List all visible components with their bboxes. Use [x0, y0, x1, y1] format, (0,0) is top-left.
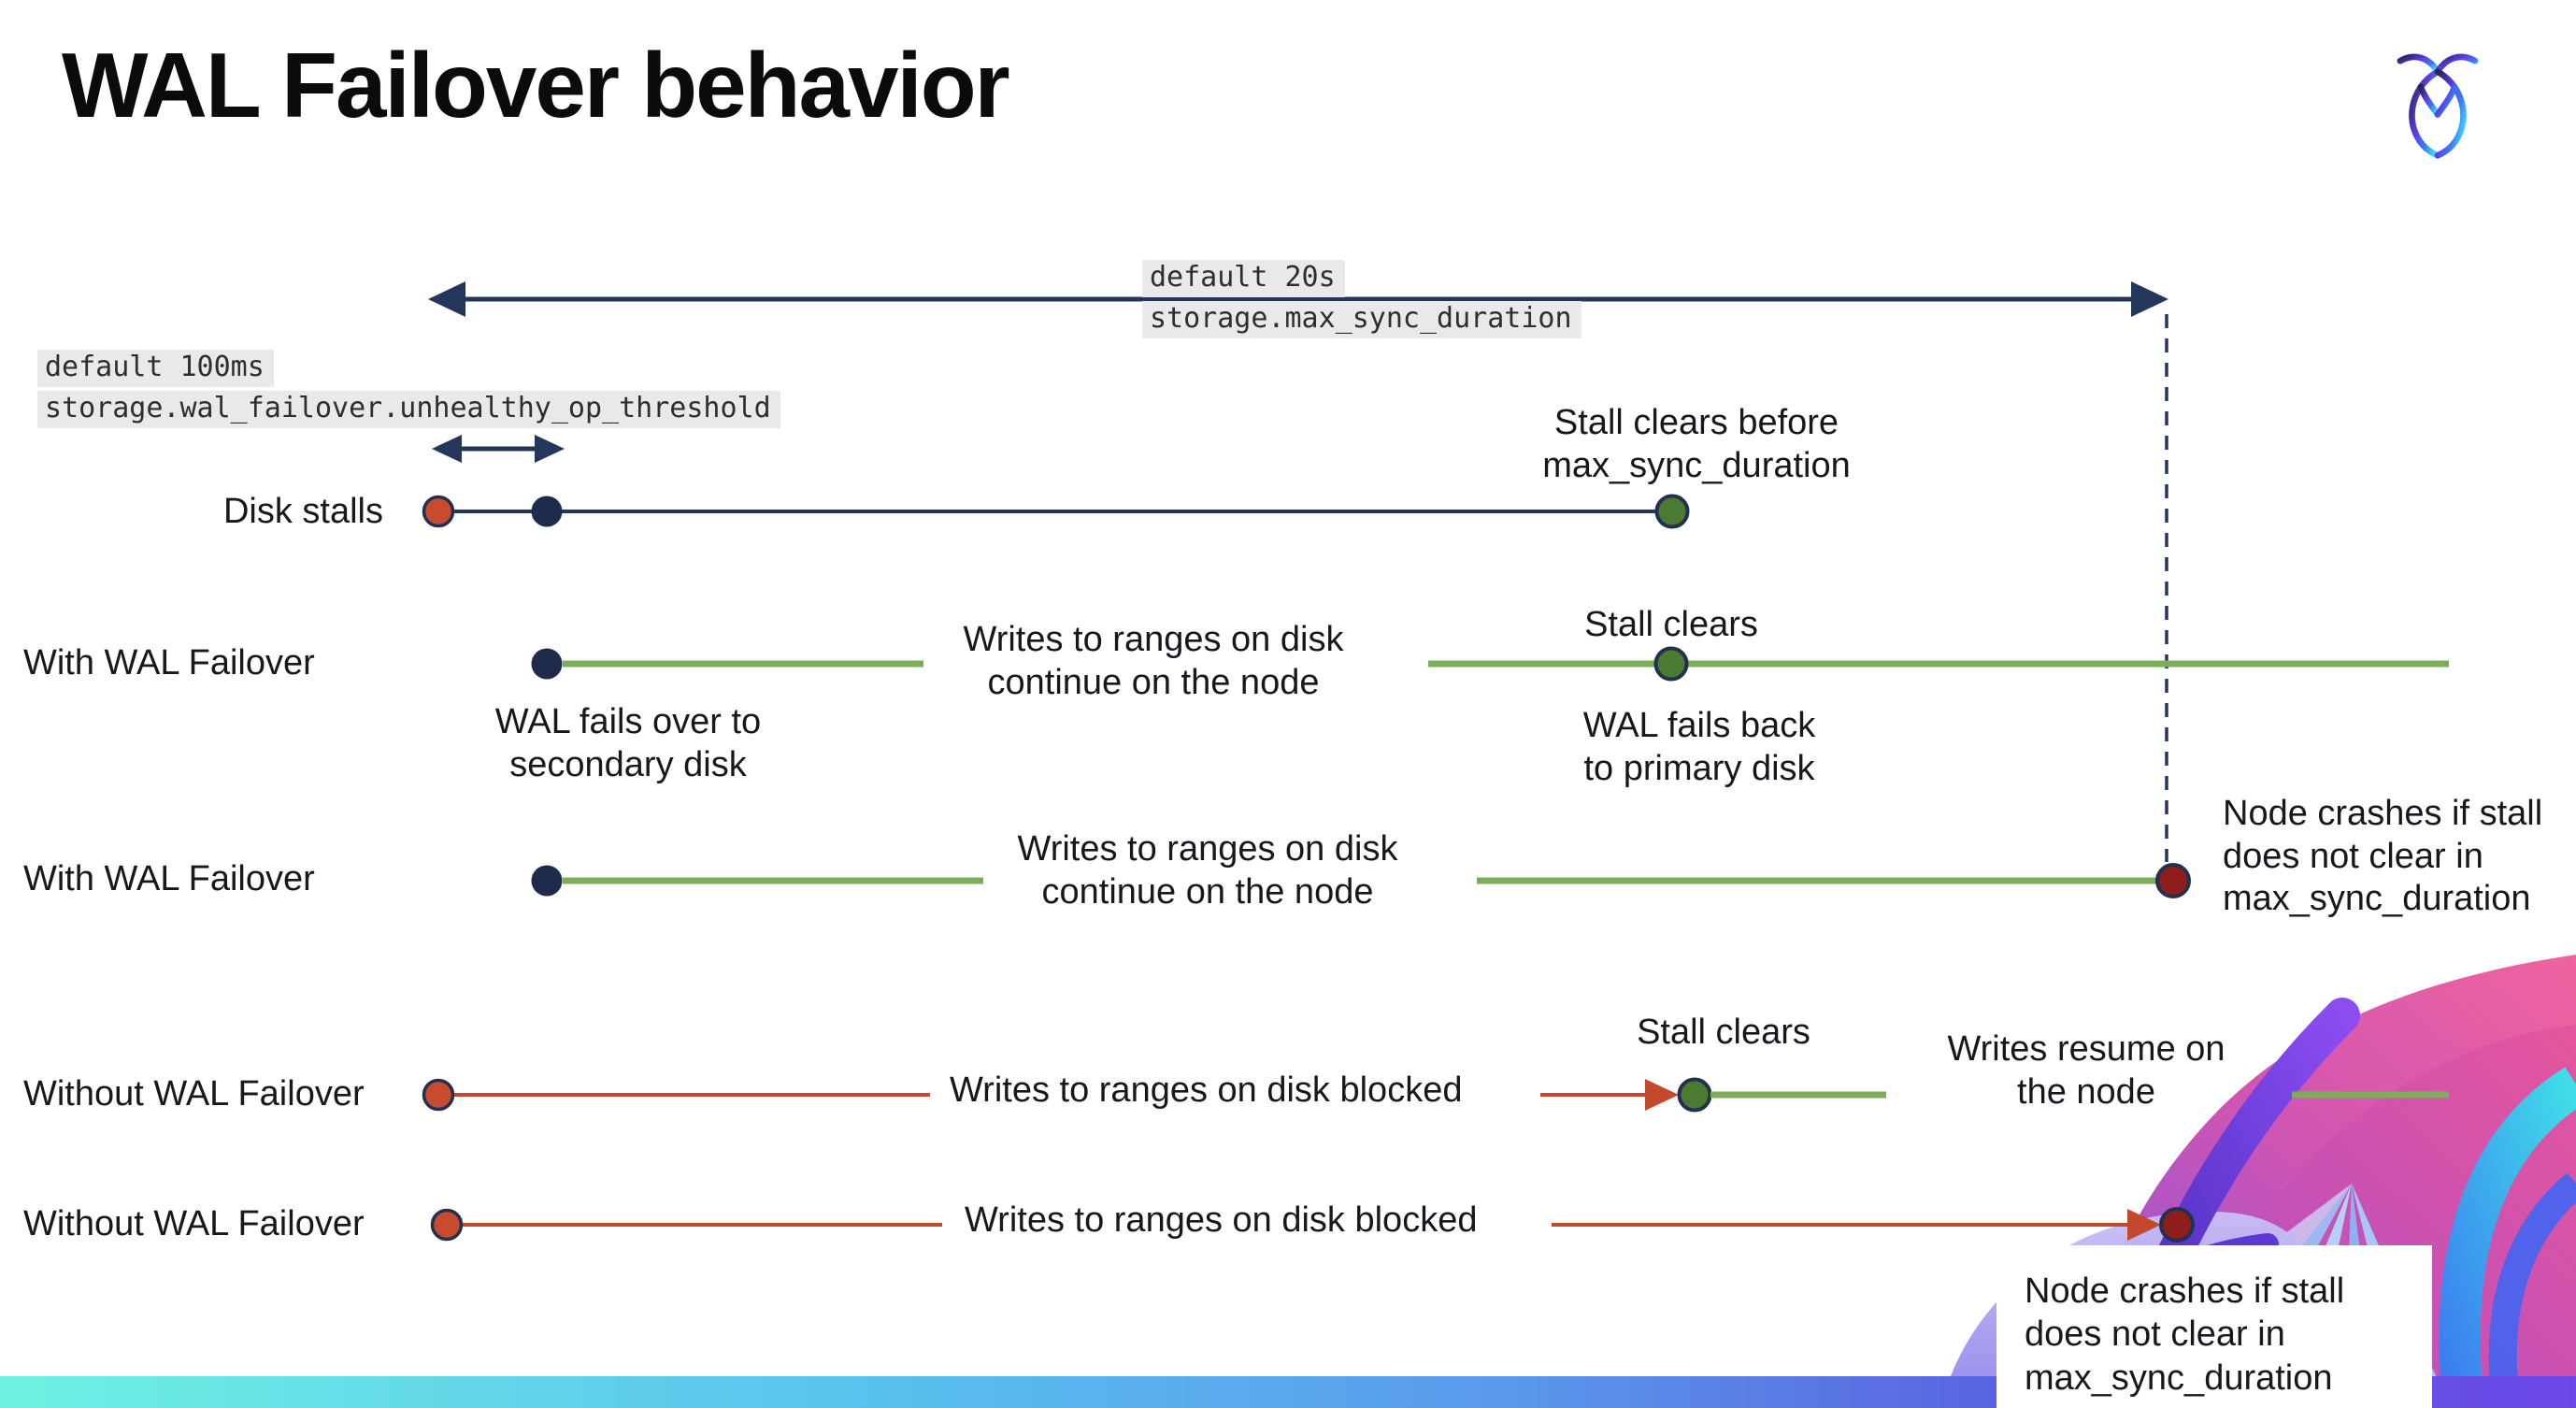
stall-start-dot-2: [422, 1078, 455, 1112]
node-crash-dot: [2155, 863, 2191, 898]
row-label-without-failover-2: Without WAL Failover: [23, 1204, 365, 1243]
node-crash-callout: Node crashes if stall does not clear in …: [1996, 1245, 2432, 1408]
stall-clears-before-label: Stall clears before max_sync_duration: [1542, 403, 1851, 485]
node-crash-dot-2: [2159, 1207, 2195, 1243]
unhealthy-op-setting-name: storage.wal_failover.unhealthy_op_thresh…: [37, 391, 780, 428]
stall-clears-label-1: Stall clears: [1584, 605, 1758, 644]
writes-blocked-label-1: Writes to ranges on disk blocked: [950, 1070, 1463, 1110]
failover-dot-2: [531, 865, 563, 897]
cockroach-logo-icon: [2397, 53, 2479, 159]
row-label-with-failover-2: With WAL Failover: [23, 859, 315, 898]
timeline-with-failover-clears: [531, 646, 2449, 682]
node-crashes-label-1: Node crashes if stall does not clear in …: [2223, 794, 2543, 919]
max-sync-default-label: default 20s: [1142, 260, 1345, 297]
failover-trigger-dot: [531, 496, 563, 527]
row-label-without-failover-1: Without WAL Failover: [23, 1074, 365, 1113]
wal-fails-back-label: WAL fails back to primary disk: [1582, 706, 1816, 788]
row-label-with-failover-1: With WAL Failover: [23, 643, 315, 682]
unhealthy-op-default-label: default 100ms: [37, 350, 274, 387]
writes-continue-label-1: Writes to ranges on disk continue on the…: [963, 620, 1344, 702]
stall-clears-dot: [1654, 494, 1690, 529]
timeline-disk-stalls: [422, 494, 1690, 529]
page-title: WAL Failover behavior: [62, 34, 1010, 136]
max-sync-setting-name: storage.max_sync_duration: [1142, 301, 1581, 338]
max-sync-duration-annotation: default 20s storage.max_sync_duration: [1142, 260, 1581, 342]
failback-dot: [1653, 646, 1689, 682]
stall-clears-dot-2: [1677, 1077, 1712, 1113]
wal-fails-over-label: WAL fails over to secondary disk: [494, 702, 762, 784]
writes-continue-label-2: Writes to ranges on disk continue on the…: [1017, 829, 1398, 912]
writes-resume-label: Writes resume on the node: [1947, 1029, 2225, 1112]
node-crash-callout-text: Node crashes if stall does not clear in …: [2025, 1272, 2345, 1398]
stall-start-dot-3: [430, 1208, 464, 1242]
stall-clears-label-2: Stall clears: [1637, 1013, 1810, 1052]
writes-blocked-label-2: Writes to ranges on disk blocked: [965, 1200, 1478, 1240]
unhealthy-op-threshold-arrow: [432, 435, 565, 463]
stall-start-dot: [422, 495, 455, 528]
unhealthy-op-threshold-annotation: default 100ms storage.wal_failover.unhea…: [37, 350, 780, 432]
row-label-disk-stalls: Disk stalls: [222, 492, 383, 531]
failover-dot: [531, 648, 563, 680]
